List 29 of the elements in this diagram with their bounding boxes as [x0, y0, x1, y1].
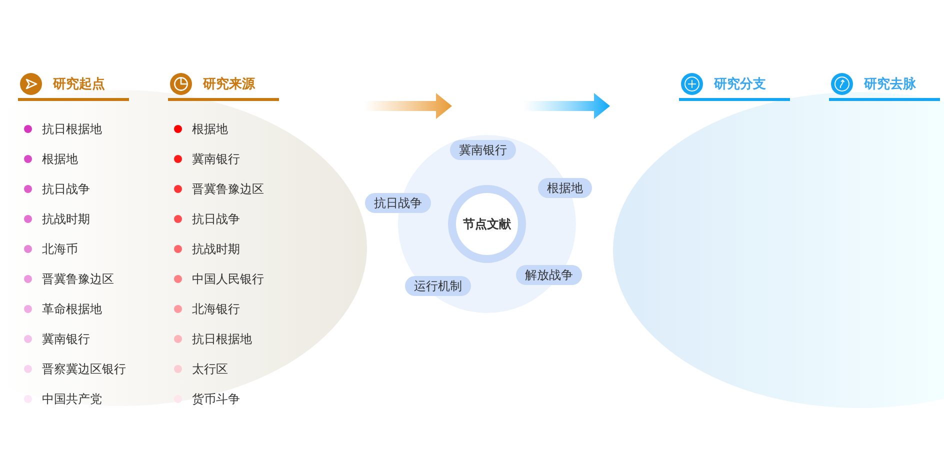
- list-item: 抗日根据地: [192, 331, 252, 347]
- keyword-tag: 根据地: [538, 178, 592, 198]
- keyword-tag: 解放战争: [516, 265, 582, 285]
- list-item: 晋察冀边区银行: [42, 361, 126, 377]
- keyword-tag: 运行机制: [405, 276, 471, 296]
- list-item: 晋冀鲁豫边区: [42, 271, 114, 287]
- section-heading: 研究分支: [714, 76, 766, 92]
- list-item: 中国人民银行: [192, 271, 264, 287]
- list-item: 货币斗争: [192, 391, 240, 407]
- list-item: 抗战时期: [42, 211, 90, 227]
- section-heading: 研究来源: [203, 76, 255, 92]
- keyword-tag: 抗日战争: [365, 193, 431, 213]
- list-item: 革命根据地: [42, 301, 102, 317]
- list-item: 冀南银行: [42, 331, 90, 347]
- section-heading: 研究去脉: [864, 76, 916, 92]
- list-item: 根据地: [192, 121, 228, 137]
- list-item: 根据地: [42, 151, 78, 167]
- list-item: 冀南银行: [192, 151, 240, 167]
- list-item: 抗日战争: [192, 211, 240, 227]
- list-item: 太行区: [192, 361, 228, 377]
- list-item: 抗日根据地: [42, 121, 102, 137]
- list-item: 晋冀鲁豫边区: [192, 181, 264, 197]
- list-item: 中国共产党: [42, 391, 102, 407]
- list-item: 北海银行: [192, 301, 240, 317]
- list-item: 抗日战争: [42, 181, 90, 197]
- keyword-tag: 冀南银行: [450, 140, 516, 160]
- list-item: 抗战时期: [192, 241, 240, 257]
- section-heading: 研究起点: [53, 76, 105, 92]
- list-item: 北海币: [42, 241, 78, 257]
